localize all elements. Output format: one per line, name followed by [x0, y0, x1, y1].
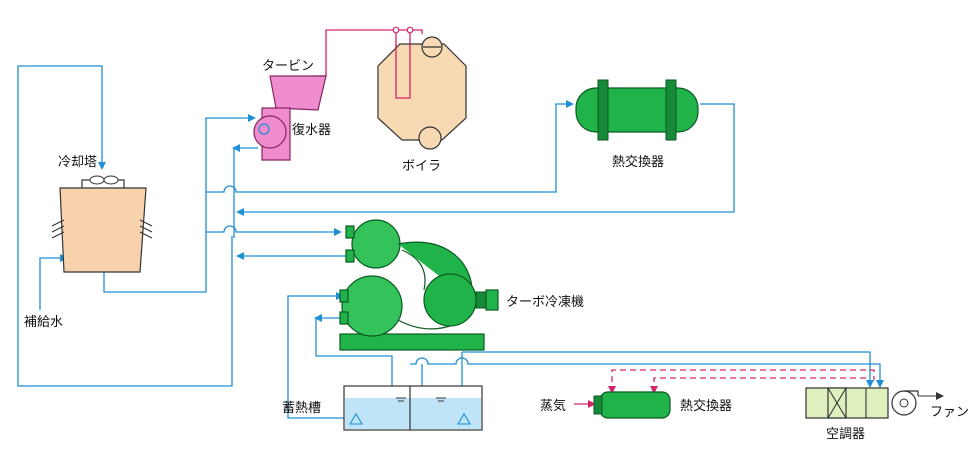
fan-outlet-arrow: [936, 392, 944, 400]
evap-supply-pipe: [287, 295, 344, 419]
turbine-condenser: [253, 75, 327, 161]
evap-nozzle-1: [339, 289, 349, 303]
steam-input-arrow: [588, 400, 596, 408]
chiller-cond-supply-pipe: [206, 225, 340, 233]
labels: タービン 復水器 ボイラ 冷却塔 補給水 熱交換器 ターボ冷凍機 蓄熱槽 蒸気 …: [24, 59, 969, 442]
label-steam: 蒸気: [540, 398, 566, 414]
evap-nozzle-2: [339, 311, 349, 325]
cond-nozzle-2: [345, 249, 355, 263]
hx-top-inlet-arrow: [566, 100, 574, 108]
chiller-cond-inlet-arrow: [334, 228, 342, 236]
condenser-inlet-arrow: [248, 114, 256, 122]
hot-water-return-dashed: [653, 377, 867, 392]
chiller-compressor: [423, 273, 477, 327]
fan-blade-left-icon: [89, 175, 105, 185]
ahu-return-pipe: [462, 351, 871, 386]
evap-outlet-arrow: [314, 314, 322, 322]
cooling-tower-body: [59, 187, 147, 273]
label-fan: ファン: [930, 405, 969, 420]
air-handling-unit: [805, 387, 944, 419]
turbine-body: [269, 75, 327, 111]
tower-inlet-arrow: [98, 162, 106, 170]
heat-exchanger-top: [575, 79, 699, 141]
label-air-handler: 空調器: [826, 427, 865, 442]
foot-valve-2-icon: [457, 412, 471, 425]
condenser-outlet-arrow: [232, 144, 240, 152]
air-intake-louvers-right: [139, 219, 153, 239]
chiller-motor-coupling: [475, 291, 487, 309]
cooling-water-pipes: [17, 65, 735, 387]
hx-top-return-arrow: [236, 208, 244, 216]
label-heat-exchanger-top: 熱交換器: [612, 154, 664, 170]
ahu-inlet-arrow-2: [876, 380, 884, 388]
boiler-body: [377, 43, 467, 141]
label-heat-exchanger-bottom: 熱交換器: [680, 398, 732, 414]
turbo-chiller: [339, 219, 499, 351]
heat-exchanger-bottom: [593, 391, 671, 419]
label-condenser: 復水器: [292, 122, 331, 138]
hx-top-shell: [575, 87, 699, 133]
condenser-shell: [253, 115, 287, 149]
label-storage-tank: 蓄熱槽: [282, 401, 321, 416]
cond-nozzle-1: [345, 225, 355, 239]
fan-blade-right-icon: [103, 175, 119, 185]
boiler-coil: [395, 44, 411, 99]
condenser-coil: [258, 123, 270, 135]
chiller-base: [339, 333, 485, 351]
thermal-storage-tank: [343, 385, 483, 431]
condenser-outlet-pipe: [233, 147, 258, 238]
fan-icon: [891, 390, 917, 416]
label-turbo-chiller: ターボ冷凍機: [506, 294, 584, 310]
hot-water-supply-dashed: [611, 369, 875, 392]
label-cooling-tower: 冷却塔: [58, 155, 97, 170]
tower-return-pipe: [17, 65, 233, 387]
makeup-water-pipe: [39, 257, 66, 310]
hx-bottom-arrow-2: [650, 386, 658, 394]
evap-return-pipe: [315, 317, 393, 400]
ahu-inlet-arrow-1: [866, 380, 874, 388]
chiller-evaporator-shell: [341, 275, 403, 337]
label-makeup-water: 補給水: [24, 315, 63, 330]
chiller-motor: [485, 289, 499, 311]
hx-top-flange-right: [665, 79, 677, 141]
ahu-casing: [805, 387, 889, 419]
boiler: [377, 36, 467, 150]
boiler-drum-bottom: [418, 126, 442, 150]
steam-valve-2: [406, 26, 414, 34]
hx-bottom-flange: [593, 395, 603, 415]
water-level-marks: [396, 397, 446, 402]
hx-top-return-pipe: [238, 103, 735, 213]
tower-outlet-pipe: [103, 117, 252, 293]
ahu-supply-pipe: [410, 357, 881, 386]
cooling-tower: [51, 175, 153, 273]
hx-top-supply-pipe: [206, 103, 572, 193]
chiller-cond-return-arrow: [236, 252, 244, 260]
steam-valve-1: [392, 26, 400, 34]
hx-bottom-shell: [599, 391, 671, 419]
label-boiler: ボイラ: [402, 159, 441, 174]
hx-bottom-arrow-1: [608, 386, 616, 394]
air-intake-louvers-left: [51, 219, 65, 239]
chiller-condenser-shell: [351, 219, 401, 269]
hx-top-flange-left: [597, 79, 609, 141]
foot-valve-1-icon: [349, 412, 363, 425]
label-turbine: タービン: [262, 59, 314, 74]
